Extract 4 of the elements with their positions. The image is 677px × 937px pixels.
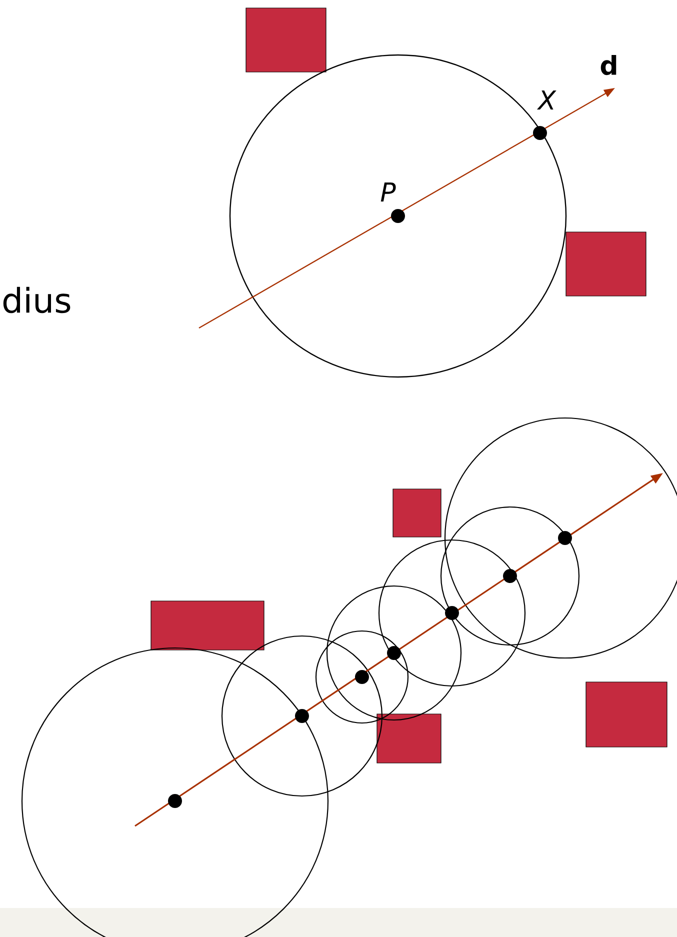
cut-text: dius bbox=[3, 286, 70, 314]
point-label: X bbox=[536, 90, 556, 110]
direction-label: d bbox=[600, 54, 616, 76]
point-label: P bbox=[380, 182, 396, 202]
